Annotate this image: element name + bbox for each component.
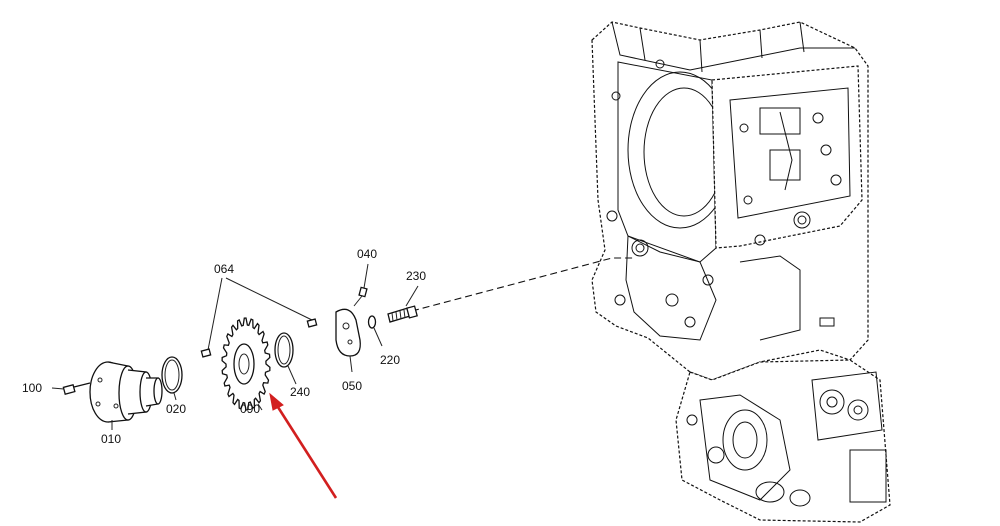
- label-010: 010: [101, 432, 121, 446]
- highlight-arrow: [269, 392, 338, 499]
- label-220: 220: [380, 353, 400, 367]
- label-050: 050: [342, 379, 362, 393]
- part-090-gear: [221, 317, 271, 411]
- label-230: 230: [406, 269, 426, 283]
- part-100-bolt: [51, 382, 91, 395]
- assembly-axis-line: [411, 257, 636, 312]
- part-020-o-ring: [161, 356, 183, 401]
- label-040: 040: [357, 247, 377, 261]
- label-100: 100: [22, 381, 42, 395]
- part-010-flange-shaft: [89, 361, 163, 430]
- part-220-washer: [367, 315, 383, 347]
- part-064-pins: [200, 277, 318, 358]
- part-050-plate: [335, 308, 361, 373]
- part-240-o-ring: [274, 332, 297, 385]
- label-240: 240: [290, 385, 310, 399]
- transmission-housing: [591, 21, 891, 523]
- part-040-pin: [353, 263, 369, 307]
- label-090: 090: [240, 402, 260, 416]
- label-064: 064: [214, 262, 234, 276]
- part-230-bolt: [387, 285, 419, 323]
- label-020: 020: [166, 402, 186, 416]
